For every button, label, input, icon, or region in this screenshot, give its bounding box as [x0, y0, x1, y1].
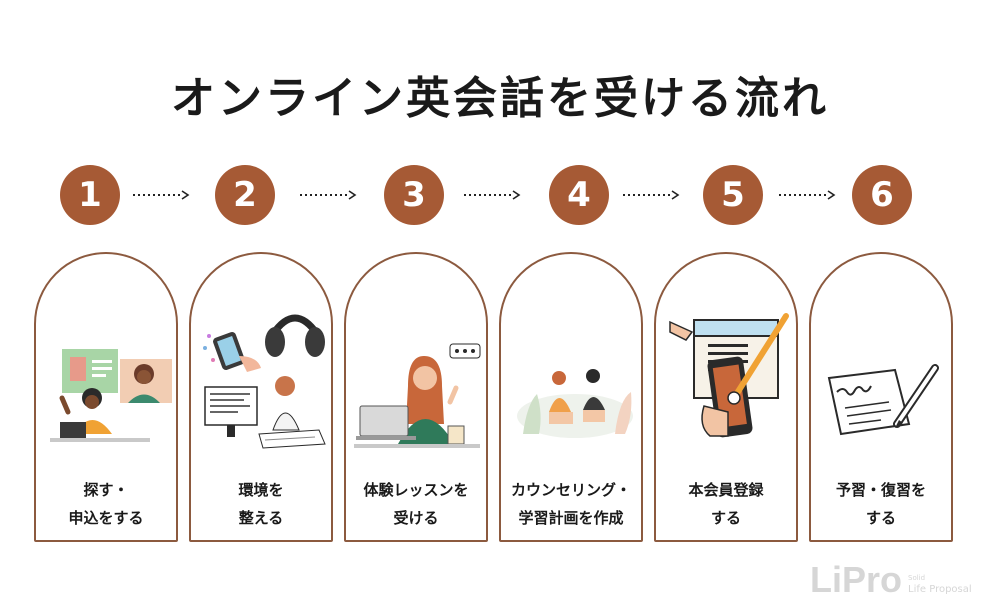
step-3-number: 3: [384, 165, 444, 225]
step-2-label: 環境を 整える: [238, 481, 284, 527]
step-3-label: 体験レッスンを 受ける: [363, 481, 469, 527]
logo-mark: LiPro: [810, 559, 903, 600]
step-6-number: 6: [852, 165, 912, 225]
step-4-number: 4: [549, 165, 609, 225]
dotted-arrow-icon: [623, 190, 680, 200]
review-note-icon: [827, 364, 939, 436]
step-2-number: 2: [215, 165, 275, 225]
smartphone-contract-icon: [669, 313, 789, 438]
step-1-label: 探す・ 申込をする: [68, 481, 144, 527]
step-6-label: 予習・復習を する: [835, 481, 926, 527]
step-4-label: カウンセリング・ 学習計画を作成: [510, 481, 631, 527]
page-title: オンライン英会話を受ける流れ: [171, 73, 829, 124]
headphones-icon: [203, 314, 326, 449]
step-3-card: 体験レッスンを 受ける: [344, 252, 488, 542]
lipro-logo: LiPro Solid Life Proposal: [810, 558, 996, 598]
step-5-card: 本会員登録 する: [654, 252, 798, 542]
step-2-card: 環境を 整える: [189, 252, 333, 542]
counseling-icon: [517, 369, 633, 438]
trial-lesson-icon: [354, 343, 481, 448]
step-1-number: 1: [60, 165, 120, 225]
dotted-arrow-icon: [779, 190, 836, 200]
video-call-icon: [50, 349, 172, 442]
dotted-arrow-icon: [133, 190, 190, 200]
step-5-number: 5: [703, 165, 763, 225]
logo-subtitle: Solid Life Proposal: [908, 573, 972, 595]
step-1-card: 探す・ 申込をする: [34, 252, 178, 542]
step-6-card: 予習・復習を する: [809, 252, 953, 542]
step-5-label: 本会員登録 する: [688, 481, 764, 527]
dotted-arrow-icon: [300, 190, 357, 200]
logo-sub-text: Life Proposal: [908, 584, 972, 595]
step-4-card: カウンセリング・ 学習計画を作成: [499, 252, 643, 542]
logo-tiny: Solid: [908, 574, 926, 582]
dotted-arrow-icon: [464, 190, 521, 200]
